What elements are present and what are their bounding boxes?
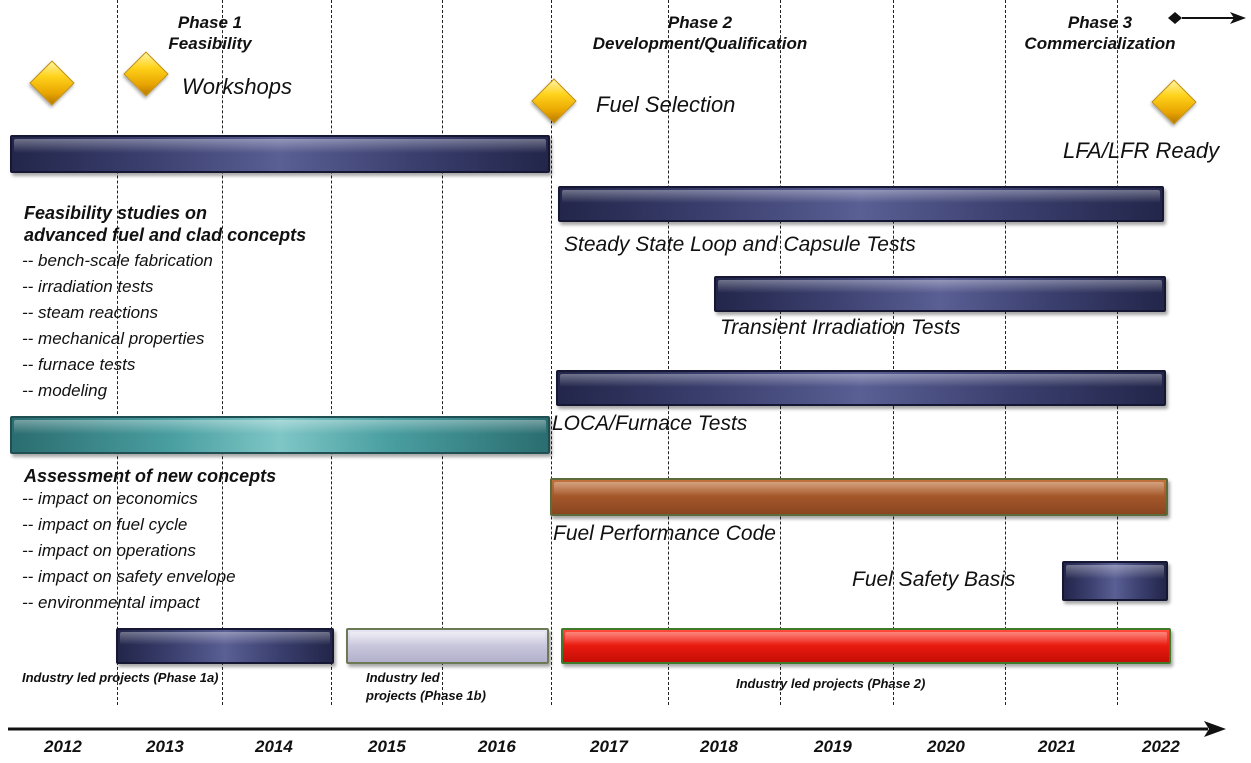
divider-line xyxy=(117,0,118,705)
loca-label: LOCA/Furnace Tests xyxy=(552,412,748,435)
list-item: -- environmental impact xyxy=(22,593,200,612)
divider-line xyxy=(222,0,223,705)
phase-subtitle: Commercialization xyxy=(1024,34,1176,53)
year-label: 2012 xyxy=(44,737,82,756)
industry-phase1b-bar xyxy=(346,628,549,664)
list-item: -- furnace tests xyxy=(22,355,136,374)
year-label: 2021 xyxy=(1038,737,1076,756)
list-item: -- impact on fuel cycle xyxy=(22,515,188,534)
phase-title: Phase 1 xyxy=(177,13,243,32)
year-label: 2019 xyxy=(814,737,852,756)
list-item: -- impact on operations xyxy=(22,541,196,560)
label-line: projects (Phase 1b) xyxy=(366,688,486,703)
label-line: Industry led xyxy=(366,670,440,685)
milestone-diamond-icon xyxy=(29,60,75,106)
feasibility-title: Feasibility studies on advanced fuel and… xyxy=(24,202,306,246)
industry-phase2-label: Industry led projects (Phase 2) xyxy=(736,676,926,691)
feasibility-list: -- bench-scale fabrication -- irradiatio… xyxy=(22,248,213,404)
year-label: 2017 xyxy=(590,737,628,756)
industry-phase1a-label: Industry led projects (Phase 1a) xyxy=(22,670,219,685)
divider-line xyxy=(780,0,781,705)
industry-phase2-bar xyxy=(561,628,1171,664)
milestone-diamond-icon xyxy=(1151,79,1197,125)
industry-phase1a-bar xyxy=(116,628,334,664)
timeline-axis xyxy=(8,721,1226,737)
list-item: -- mechanical properties xyxy=(22,329,205,348)
year-label: 2014 xyxy=(255,737,293,756)
list-item: -- bench-scale fabrication xyxy=(22,251,213,270)
divider-line xyxy=(1005,0,1006,705)
list-item: -- impact on safety envelope xyxy=(22,567,236,586)
steady-state-bar xyxy=(558,186,1164,222)
divider-line xyxy=(331,0,332,705)
list-item: -- impact on economics xyxy=(22,489,198,508)
fuel-performance-bar xyxy=(550,478,1168,516)
milestone-lfa-ready: LFA/LFR Ready xyxy=(1063,138,1220,163)
year-label: 2020 xyxy=(927,737,965,756)
steady-state-label: Steady State Loop and Capsule Tests xyxy=(564,233,916,256)
phase-title: Phase 2 xyxy=(667,13,733,32)
list-item: -- irradiation tests xyxy=(22,277,154,296)
arrow-right-icon xyxy=(1168,12,1246,24)
phase-3-header: Phase 3 Commercialization xyxy=(1005,12,1195,54)
feasibility-bar xyxy=(10,135,550,173)
assessment-title: Assessment of new concepts xyxy=(24,466,277,486)
divider-line xyxy=(442,0,443,705)
year-label: 2022 xyxy=(1142,737,1180,756)
transient-label: Transient Irradiation Tests xyxy=(720,316,961,339)
milestone-fuel-selection: Fuel Selection xyxy=(596,92,736,117)
list-item: -- modeling xyxy=(22,381,108,400)
title-line: advanced fuel and clad concepts xyxy=(24,225,307,245)
fuel-safety-label: Fuel Safety Basis xyxy=(852,568,1016,591)
phase-title: Phase 3 xyxy=(1067,13,1133,32)
year-label: 2013 xyxy=(146,737,184,756)
milestone-workshops: Workshops xyxy=(182,74,293,99)
divider-line xyxy=(893,0,894,705)
divider-line xyxy=(668,0,669,705)
transient-bar xyxy=(714,276,1166,312)
assessment-list: -- impact on economics -- impact on fuel… xyxy=(22,486,236,616)
year-label: 2015 xyxy=(368,737,406,756)
list-item: -- steam reactions xyxy=(22,303,159,322)
title-line: Feasibility studies on xyxy=(24,203,208,223)
fuel-performance-label: Fuel Performance Code xyxy=(553,522,776,545)
year-label: 2018 xyxy=(700,737,738,756)
divider-line xyxy=(1117,0,1118,705)
loca-bar xyxy=(556,370,1166,406)
phase-1-header: Phase 1 Feasibility xyxy=(130,12,290,54)
divider-line xyxy=(551,0,552,705)
phase-2-header: Phase 2 Development/Qualification xyxy=(550,12,850,54)
year-label: 2016 xyxy=(478,737,516,756)
phase-subtitle: Development/Qualification xyxy=(592,34,808,53)
fuel-safety-bar xyxy=(1062,561,1168,601)
industry-phase1b-label: Industry led projects (Phase 1b) xyxy=(366,669,486,705)
assessment-bar xyxy=(10,416,550,454)
milestone-diamond-icon xyxy=(123,51,169,97)
milestone-diamond-icon xyxy=(531,78,577,124)
phase-subtitle: Feasibility xyxy=(168,34,252,53)
